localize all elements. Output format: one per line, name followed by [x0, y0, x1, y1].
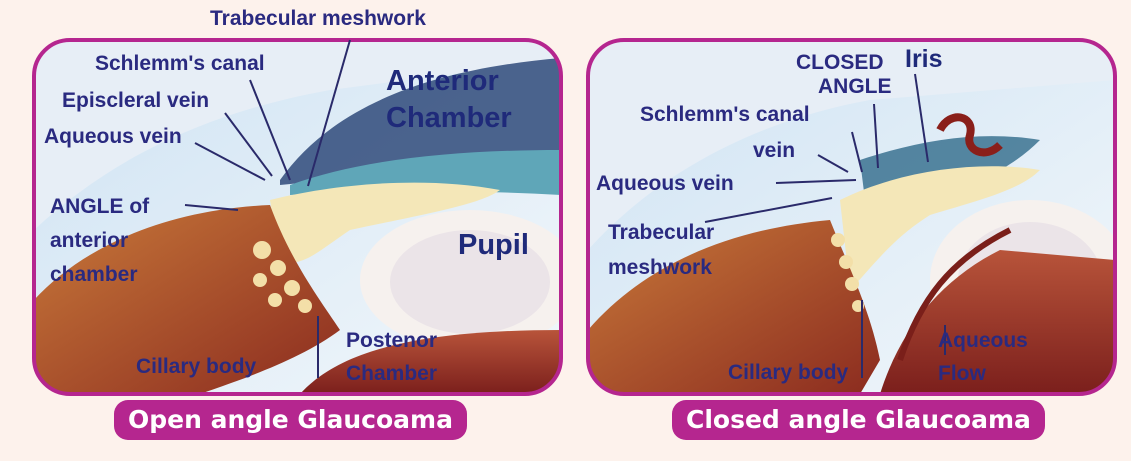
label-schlemms-canal-left: Schlemm's canal	[95, 52, 265, 75]
label-postenor-chamber: Chamber	[346, 362, 438, 385]
label-aqueous-vein-right: Aqueous vein	[596, 172, 734, 195]
label-chamber: Chamber	[386, 102, 512, 134]
label-iris: Iris	[905, 45, 943, 73]
label-flow-right: Flow	[938, 362, 986, 385]
label-meshwork-right: meshwork	[608, 256, 712, 279]
label-angle-line2: anterior	[50, 229, 129, 252]
right-panel-frame	[586, 38, 1117, 396]
label-aqueous-vein-left: Aqueous vein	[44, 125, 182, 148]
closed-angle-anatomy	[588, 40, 1115, 394]
label-anterior: Anterior	[386, 65, 499, 97]
label-postenor: Postenor	[346, 329, 438, 352]
label-angle-line1: ANGLE of	[50, 195, 150, 218]
label-vein-right: vein	[753, 139, 796, 162]
label-cillary-body-left: Cillary body	[136, 355, 257, 378]
label-trabecular-right: Trabecular	[608, 221, 715, 244]
label-angle-right: ANGLE	[818, 75, 892, 98]
label-episcleral-vein-left: Episcleral vein	[62, 89, 210, 112]
label-schlemms-canal-right: Schlemm's canal	[640, 103, 810, 126]
label-pupil: Pupil	[458, 229, 529, 261]
label-trabecular-meshwork-left: Trabecular meshwork	[210, 7, 426, 30]
label-closed: CLOSED	[796, 51, 884, 74]
label-aqueous-right: Aqueous	[938, 329, 1028, 352]
label-cillary-body-right: Cillary body	[728, 361, 849, 384]
caption-closed-angle: Closed angle Glaucoama	[672, 400, 1045, 440]
left-panel-frame	[32, 38, 563, 396]
open-angle-anatomy	[34, 40, 561, 394]
caption-open-angle: Open angle Glaucoama	[114, 400, 467, 440]
label-angle-line3: chamber	[50, 263, 138, 286]
